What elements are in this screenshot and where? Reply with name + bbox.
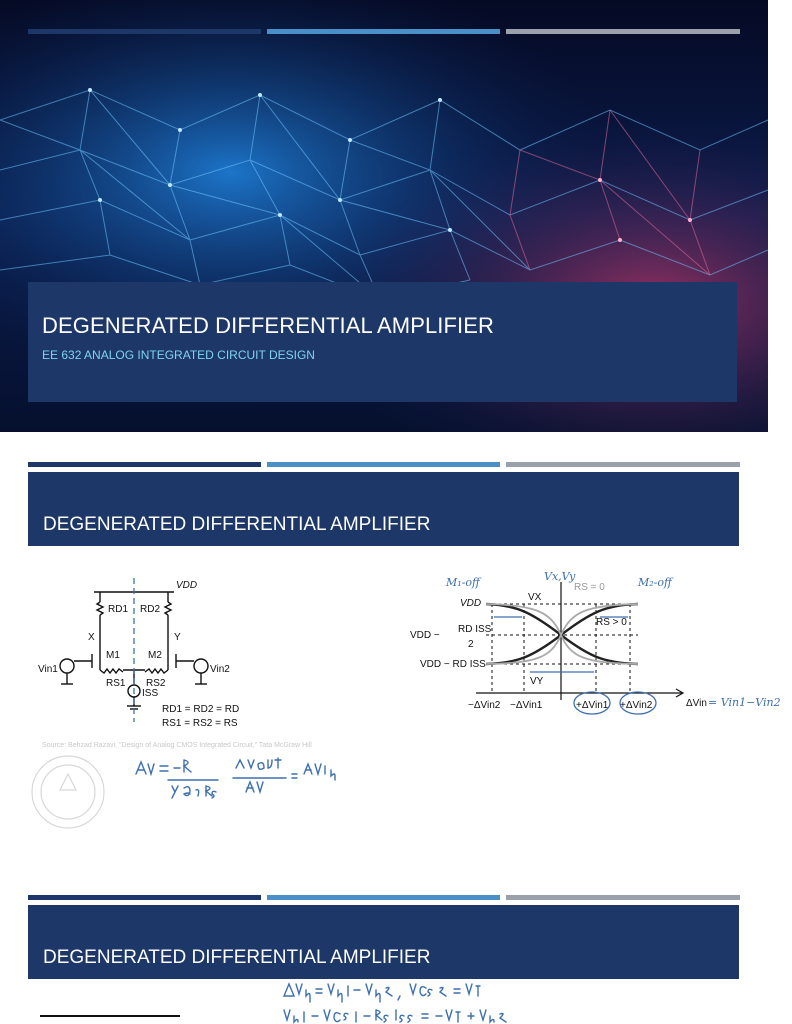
svg-text:Vin2: Vin2 bbox=[210, 664, 230, 675]
accent-stripes bbox=[28, 462, 740, 467]
content-slide-2: DEGENERATED DIFFERENTIAL AMPLIFIER bbox=[0, 872, 768, 1024]
page-title: DEGENERATED DIFFERENTIAL AMPLIFIER bbox=[42, 313, 495, 338]
svg-text:RS1: RS1 bbox=[106, 678, 126, 689]
svg-text:RS1 = RS2 = RS: RS1 = RS2 = RS bbox=[162, 718, 238, 729]
svg-text:VDD: VDD bbox=[176, 580, 197, 591]
differential-pair-schematic: VDD RD1 RD2 X Y M1 M2 Vin1 Vin2 RS1 RS2 ISS R… bbox=[38, 578, 239, 729]
network-mesh-background bbox=[0, 0, 769, 432]
svg-text:ΔVin: ΔVin bbox=[686, 698, 707, 709]
svg-text:M1: M1 bbox=[106, 650, 120, 661]
svg-text:VX: VX bbox=[528, 592, 542, 603]
svg-text:M₁-off: M₁-off bbox=[445, 576, 482, 589]
svg-text:RD ISS: RD ISS bbox=[458, 624, 492, 635]
slide-title: DEGENERATED DIFFERENTIAL AMPLIFIER bbox=[43, 947, 431, 968]
slide-title: DEGENERATED DIFFERENTIAL AMPLIFIER bbox=[43, 514, 431, 535]
svg-text:2: 2 bbox=[468, 639, 474, 650]
svg-text:RD1: RD1 bbox=[108, 604, 128, 615]
svg-text:VDD −: VDD − bbox=[410, 630, 440, 641]
svg-text:M2: M2 bbox=[148, 650, 162, 661]
svg-text:Y: Y bbox=[174, 632, 181, 643]
slide-header: DEGENERATED DIFFERENTIAL AMPLIFIER bbox=[28, 905, 739, 979]
svg-text:X: X bbox=[88, 632, 95, 643]
svg-text:RS2: RS2 bbox=[146, 678, 166, 689]
vx-vy-transfer-curve: VDD VDD − RD ISS 2 VDD − RD ISS VX VY RS =… bbox=[410, 570, 781, 715]
bias-equations-handwritten bbox=[282, 982, 507, 1024]
svg-text:+ΔVin2: +ΔVin2 bbox=[620, 700, 653, 711]
svg-text:RS = 0: RS = 0 bbox=[574, 582, 605, 593]
schematic-top-rail bbox=[40, 1015, 180, 1017]
svg-text:Vx,Vy: Vx,Vy bbox=[544, 570, 576, 583]
page-subtitle: EE 632 ANALOG INTEGRATED CIRCUIT DESIGN bbox=[42, 348, 315, 362]
accent-stripes bbox=[28, 895, 740, 900]
svg-text:ISS: ISS bbox=[142, 688, 158, 699]
svg-text:RD1 = RD2 = RD: RD1 = RD2 = RD bbox=[162, 704, 239, 715]
title-slide: DEGENERATED DIFFERENTIAL AMPLIFIER EE 63… bbox=[0, 0, 769, 432]
title-box: DEGENERATED DIFFERENTIAL AMPLIFIER EE 63… bbox=[28, 282, 737, 402]
svg-text:RD2: RD2 bbox=[140, 604, 160, 615]
svg-text:VY: VY bbox=[530, 676, 544, 687]
accent-stripes bbox=[28, 29, 740, 34]
svg-text:Vin1: Vin1 bbox=[38, 664, 58, 675]
svg-text:RS > 0: RS > 0 bbox=[596, 617, 627, 628]
svg-text:VDD: VDD bbox=[460, 598, 481, 609]
gain-equation-handwritten bbox=[31, 755, 336, 829]
svg-text:M₂-off: M₂-off bbox=[637, 576, 674, 589]
svg-text:−ΔVin2: −ΔVin2 bbox=[468, 700, 501, 711]
svg-text:VDD − RD ISS: VDD − RD ISS bbox=[420, 659, 486, 670]
slide-header: DEGENERATED DIFFERENTIAL AMPLIFIER bbox=[28, 472, 739, 546]
source-citation: Source: Behzad Razavi, "Design of Analog… bbox=[42, 742, 312, 749]
svg-text:= Vin1−Vin2: = Vin1−Vin2 bbox=[708, 696, 781, 709]
svg-text:−ΔVin1: −ΔVin1 bbox=[510, 700, 543, 711]
svg-text:+ΔVin1: +ΔVin1 bbox=[576, 700, 609, 711]
content-slide-1: DEGENERATED DIFFERENTIAL AMPLIFIER VDD R… bbox=[0, 432, 781, 872]
